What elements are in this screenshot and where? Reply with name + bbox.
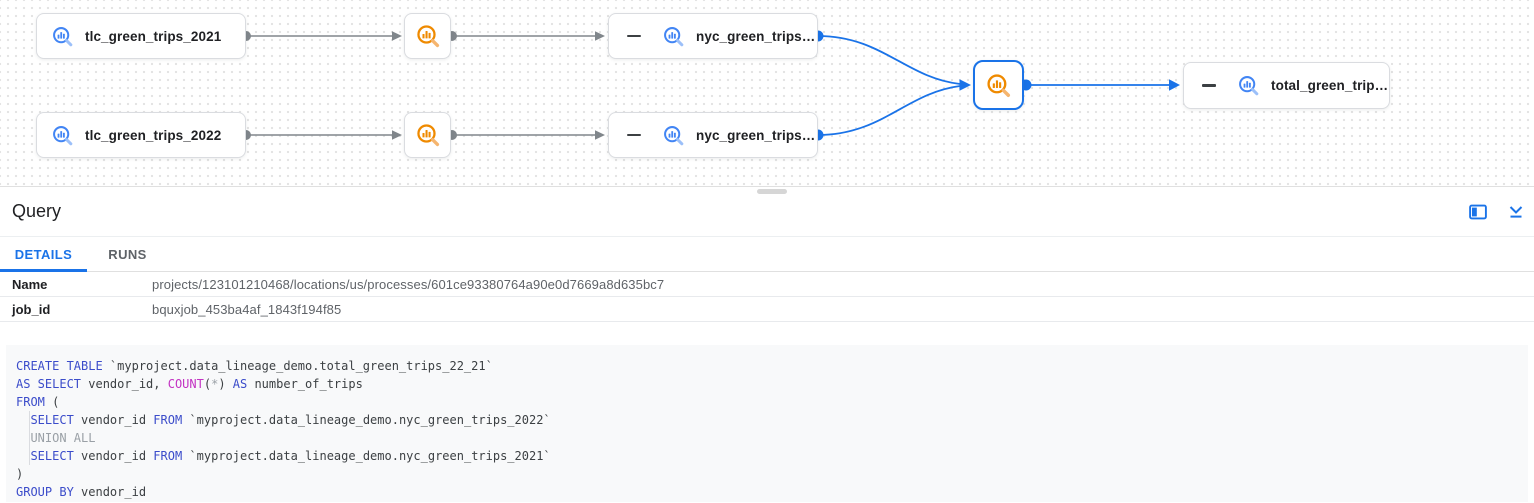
dash-icon [1202,84,1216,87]
edge-t2021-to-query [241,31,402,41]
bigquery-table-icon [53,26,73,46]
node-tlc-green-trips-2021[interactable]: tlc_green_trips_2021 [36,13,246,59]
dash-icon [627,133,641,137]
tab-details[interactable]: DETAILS [0,237,87,272]
bigquery-table-icon [664,125,684,145]
edge-selected-query-to-total [1020,79,1180,91]
query-job-icon [987,73,1011,97]
open-side-panel-icon [1469,204,1487,219]
property-row-name: Name projects/123101210468/locations/us/… [0,272,1534,297]
property-row-job-id: job_id bquxjob_453ba4af_1843f194f85 [0,297,1534,322]
collapse-panel-button[interactable] [1506,202,1526,221]
node-label: total_green_trip… [1271,78,1389,93]
bigquery-table-icon [53,125,73,145]
edge-query-to-nyc1 [447,31,605,41]
property-value: bquxjob_453ba4af_1843f194f85 [152,301,342,317]
node-query-job-2[interactable] [404,112,451,158]
sql-query-viewer: CREATE TABLE `myproject.data_lineage_dem… [6,345,1528,502]
node-label: tlc_green_trips_2021 [85,28,222,44]
node-query-job-selected[interactable] [973,60,1024,110]
collapse-panel-icon [1509,206,1523,218]
node-query-job-1[interactable] [404,13,451,59]
property-value: projects/123101210468/locations/us/proce… [152,276,665,292]
query-details-panel: Query DETAILS RUNS [0,187,1534,502]
edge-query-to-nyc2 [447,130,605,140]
node-label: tlc_green_trips_2022 [85,127,222,143]
node-tlc-green-trips-2022[interactable]: tlc_green_trips_2022 [36,112,246,158]
property-label: job_id [12,301,51,317]
node-total-green-trips[interactable]: total_green_trip… [1183,62,1390,109]
panel-header-actions [1467,187,1526,236]
node-label: nyc_green_trips… [696,28,816,44]
tab-runs[interactable]: RUNS [87,237,168,271]
panel-header: Query [0,187,1534,237]
dash-icon [627,34,641,38]
bigquery-table-icon [1239,76,1259,96]
panel-title: Query [12,201,62,221]
node-nyc-green-trips-2[interactable]: nyc_green_trips… [608,112,818,158]
edge-nyc-to-selected-query [812,30,971,141]
query-job-icon [416,25,439,48]
edge-t2022-to-query [241,130,402,140]
node-label: nyc_green_trips… [696,127,816,143]
lineage-graph-canvas[interactable]: tlc_green_trips_2021 nyc_green_trips… [0,0,1534,187]
sql-code: CREATE TABLE `myproject.data_lineage_dem… [16,357,1518,501]
bigquery-table-icon [664,26,684,46]
query-job-icon [416,124,439,147]
panel-resize-handle[interactable] [757,189,787,194]
open-side-panel-button[interactable] [1467,202,1489,222]
property-label: Name [12,276,48,292]
node-nyc-green-trips-1[interactable]: nyc_green_trips… [608,13,818,59]
panel-tabs: DETAILS RUNS [0,237,1534,272]
lineage-edges [241,30,1180,141]
